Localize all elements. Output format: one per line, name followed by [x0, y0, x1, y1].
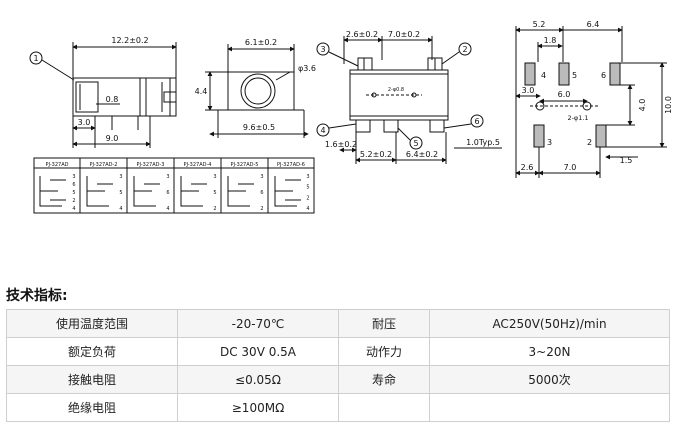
fp-pad-label-2: 2: [587, 138, 592, 147]
top-view-drawing: [316, 36, 502, 164]
top-dim-6-4: 6.4±0.2: [406, 150, 438, 159]
model-pin-number: 2: [213, 206, 216, 212]
model-pin-number: 6: [166, 190, 169, 196]
top-callout-2: 2: [462, 45, 467, 54]
top-dim-holes: 2-φ0.8: [388, 87, 404, 93]
spec-value: AC250V(50Hz)/min: [429, 309, 670, 338]
technical-drawing: 1 12.2±0.2 0.8 3.0 9.0 6.1±0.2 φ3.6 4.4 …: [29, 20, 673, 214]
spec-label: 绝缘电阻: [6, 393, 178, 422]
spec-label: 接触电阻: [6, 365, 178, 394]
spec-label: [338, 393, 430, 422]
spec-value: [429, 393, 670, 422]
spec-value: 5000次: [429, 365, 670, 394]
top-dim-7-0: 7.0±0.2: [388, 30, 420, 39]
fp-dim-5-2: 5.2: [533, 20, 546, 29]
spec-label: 额定负荷: [6, 337, 178, 366]
side-callout-1: 1: [33, 54, 38, 63]
side-view-drawing: [29, 42, 177, 148]
model-name: PJ-327AD-4: [184, 162, 212, 168]
top-dim-2-6: 2.6±0.2: [346, 30, 378, 39]
spec-value: -20-70℃: [177, 309, 339, 338]
model-name: PJ-327AD-5: [231, 162, 259, 168]
model-pin-number: 2: [72, 198, 75, 204]
footprint-drawing: [515, 26, 667, 178]
model-pin-number: 3: [260, 174, 263, 180]
spec-label: 寿命: [338, 365, 430, 394]
front-dim-height: 4.4: [195, 87, 208, 96]
fp-dim-6-4: 6.4: [587, 20, 600, 29]
top-dim-typ: 1.0Typ.5: [466, 138, 500, 147]
model-pin-number: 5: [119, 190, 122, 196]
top-dim-1-6: 1.6±0.2: [325, 140, 357, 149]
model-pin-number: 3: [306, 174, 309, 180]
model-pin-number: 3: [72, 174, 75, 180]
model-name: PJ-327AD-6: [277, 162, 305, 168]
table-row: 使用温度范围 -20-70℃ 耐压 AC250V(50Hz)/min: [6, 309, 670, 338]
model-pin-number: 4: [166, 206, 169, 212]
side-dim-3-0: 3.0: [78, 118, 91, 127]
spec-label: 耐压: [338, 309, 430, 338]
specs-table: 使用温度范围 -20-70℃ 耐压 AC250V(50Hz)/min 额定负荷 …: [6, 309, 670, 422]
spec-value: ≤0.05Ω: [177, 365, 339, 394]
fp-dim-holes: 2-φ1.1: [567, 114, 588, 122]
fp-pad-label-5: 5: [572, 71, 577, 80]
table-row: 接触电阻 ≤0.05Ω 寿命 5000次: [6, 365, 670, 394]
fp-dim-2-6: 2.6: [521, 163, 534, 172]
model-pin-number: 3: [119, 174, 122, 180]
fp-dim-1-5: 1.5: [620, 156, 633, 165]
fp-dim-4-0: 4.0: [638, 99, 647, 112]
spec-value: 3~20N: [429, 337, 670, 366]
model-name: PJ-327AD-3: [137, 162, 165, 168]
model-name: PJ-327AD-2: [90, 162, 118, 168]
model-pin-number: 4: [72, 206, 75, 212]
model-schematics: [33, 157, 315, 214]
spec-label: 动作力: [338, 337, 430, 366]
top-callout-3: 3: [320, 45, 325, 54]
model-pin-number: 4: [119, 206, 122, 212]
table-row: 绝缘电阻 ≥100MΩ: [6, 393, 670, 422]
side-dim-9-0: 9.0: [106, 134, 119, 143]
fp-dim-1-8: 1.8: [544, 36, 557, 45]
side-dim-width: 12.2±0.2: [111, 36, 148, 45]
model-pin-number: 5: [213, 190, 216, 196]
fp-dim-7-0: 7.0: [564, 163, 577, 172]
front-dim-width: 6.1±0.2: [245, 38, 277, 47]
model-pin-number: 5: [306, 185, 309, 191]
fp-dim-10-0: 10.0: [664, 96, 673, 114]
top-callout-6: 6: [474, 117, 479, 126]
model-name: PJ-327AD: [46, 162, 69, 168]
table-row: 额定负荷 DC 30V 0.5A 动作力 3~20N: [6, 337, 670, 366]
model-labels: PJ-327AD36524PJ-327AD-2354PJ-327AD-3364P…: [46, 162, 310, 212]
model-pin-number: 5: [72, 190, 75, 196]
model-pin-number: 2: [306, 195, 309, 201]
fp-dim-3-0: 3.0: [522, 86, 535, 95]
model-pin-number: 2: [260, 206, 263, 212]
fp-pad-label-3: 3: [547, 138, 552, 147]
fp-dim-6-0: 6.0: [558, 90, 571, 99]
top-callout-5: 5: [413, 139, 418, 148]
top-dim-5-2: 5.2±0.2: [360, 150, 392, 159]
side-dim-0-8: 0.8: [106, 95, 119, 104]
front-dim-phi: φ3.6: [298, 64, 316, 73]
spec-value: ≥100MΩ: [177, 393, 339, 422]
spec-label: 使用温度范围: [6, 309, 178, 338]
fp-pad-label-6: 6: [601, 71, 606, 80]
model-pin-number: 3: [166, 174, 169, 180]
front-view-drawing: [205, 44, 309, 138]
model-pin-number: 6: [260, 190, 263, 196]
fp-pad-label-4: 4: [541, 71, 546, 80]
model-pin-number: 6: [72, 182, 75, 188]
top-callout-4: 4: [320, 126, 325, 135]
model-pin-number: 4: [306, 206, 309, 212]
section-title: 技术指标:: [6, 288, 68, 304]
front-dim-base: 9.6±0.5: [243, 123, 275, 132]
model-pin-number: 3: [213, 174, 216, 180]
spec-value: DC 30V 0.5A: [177, 337, 339, 366]
